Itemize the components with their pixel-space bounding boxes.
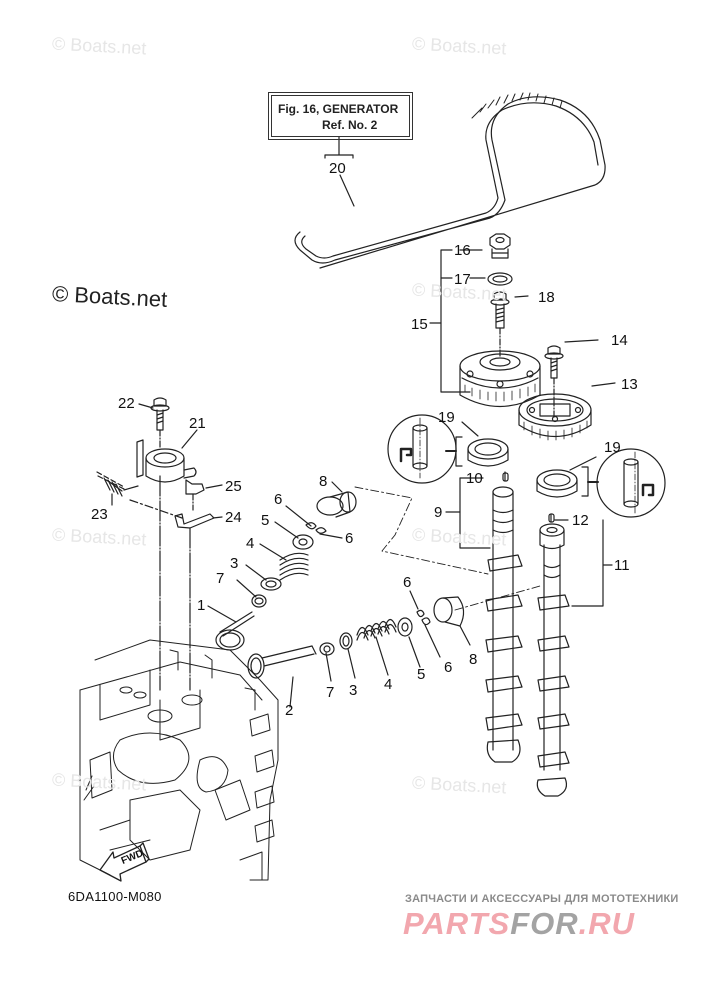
vvt-sprocket-assembly [459, 350, 541, 408]
timing-belt [294, 92, 606, 269]
callout-7-upper[interactable]: 7 [216, 570, 225, 587]
upper-valve-train [215, 491, 357, 651]
callout-5-upper[interactable]: 5 [261, 512, 270, 529]
callout-5-lower[interactable]: 5 [417, 666, 426, 683]
belt-tensioner-group [96, 397, 215, 691]
callout-6-lower-a[interactable]: 6 [403, 574, 412, 591]
cylinder-head-block [79, 639, 279, 881]
part-11-camshaft [536, 523, 570, 797]
callout-3-upper[interactable]: 3 [230, 555, 239, 572]
callout-8-upper[interactable]: 8 [319, 473, 328, 490]
reference-line-1: Fig. 16, GENERATOR [278, 102, 399, 116]
part-17-washer [487, 272, 513, 286]
part-16-plug [489, 233, 511, 259]
callout-14[interactable]: 14 [611, 332, 628, 349]
part-13-sprocket [518, 393, 592, 441]
brand-part-parts: PARTS [403, 906, 511, 941]
part-14-bolt [544, 345, 564, 419]
part-9-camshaft [485, 486, 523, 763]
callout-19-left[interactable]: 19 [438, 409, 455, 426]
callout-3-lower[interactable]: 3 [349, 682, 358, 699]
callout-16[interactable]: 16 [454, 242, 471, 259]
callout-4-lower[interactable]: 4 [384, 676, 393, 693]
callout-12[interactable]: 12 [572, 512, 589, 529]
callout-20[interactable]: 20 [329, 160, 346, 177]
brand-logo[interactable]: PARTSFOR.RU [403, 906, 635, 942]
callout-9[interactable]: 9 [434, 504, 443, 521]
callout-8-lower[interactable]: 8 [469, 651, 478, 668]
callout-6-upper-b[interactable]: 6 [345, 530, 354, 547]
callout-25[interactable]: 25 [225, 478, 242, 495]
callout-17[interactable]: 17 [454, 271, 471, 288]
callout-6-lower-b[interactable]: 6 [444, 659, 453, 676]
callout-6-upper-a[interactable]: 6 [274, 491, 283, 508]
callout-4-upper[interactable]: 4 [246, 535, 255, 552]
fwd-arrow [99, 842, 150, 882]
part-19-oil-seal-right [536, 448, 666, 518]
brand-part-for: FOR [510, 906, 579, 941]
part-19-oil-seal-left [387, 414, 509, 484]
callout-24[interactable]: 24 [225, 509, 242, 526]
reference-line-2: Ref. No. 2 [322, 118, 378, 132]
callout-15[interactable]: 15 [411, 316, 428, 333]
ru-tagline: ЗАПЧАСТИ И АКСЕССУАРЫ ДЛЯ МОТОТЕХНИКИ [405, 893, 679, 905]
diagram-code: 6DA1100-M080 [68, 889, 162, 904]
callout-18[interactable]: 18 [538, 289, 555, 306]
callout-23[interactable]: 23 [91, 506, 108, 523]
callout-22[interactable]: 22 [118, 395, 135, 412]
callout-1[interactable]: 1 [197, 597, 206, 614]
brand-part-ru: .RU [578, 906, 636, 941]
callout-11[interactable]: 11 [614, 557, 630, 574]
reference-box: Fig. 16, GENERATOR Ref. No. 2 [268, 92, 413, 140]
callout-2[interactable]: 2 [285, 702, 294, 719]
callout-13[interactable]: 13 [621, 376, 638, 393]
callout-21[interactable]: 21 [189, 415, 206, 432]
callout-19-right[interactable]: 19 [604, 439, 621, 456]
callout-10[interactable]: 10 [466, 470, 483, 487]
callout-7-lower[interactable]: 7 [326, 684, 335, 701]
